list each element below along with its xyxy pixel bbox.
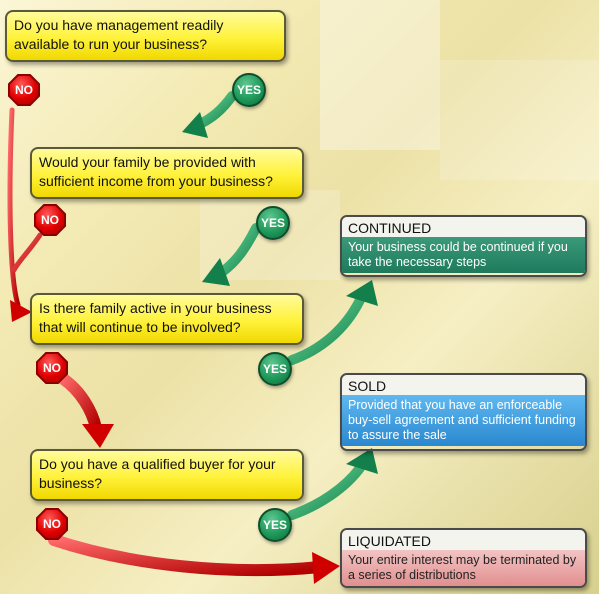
yes-arrowhead (346, 280, 378, 306)
no-arrow (56, 372, 102, 434)
no-arrow (48, 534, 326, 577)
outcome-liquidated: LIQUIDATED Your entire interest may be t… (340, 528, 587, 588)
yes-badge: YES (258, 352, 292, 386)
question-box-2: Would your family be provided with suffi… (30, 147, 304, 199)
background-tile (320, 0, 440, 150)
no-label: NO (38, 354, 66, 382)
yes-arrow (195, 91, 237, 129)
question-text: Would your family be provided with suffi… (39, 154, 273, 189)
background-tile (440, 60, 599, 180)
no-arrow (7, 107, 21, 308)
question-text: Do you have a qualified buyer for your b… (39, 456, 276, 491)
no-arrowhead (82, 424, 114, 448)
outcome-text: Provided that you have an enforceable bu… (342, 395, 585, 446)
no-label: NO (10, 76, 38, 104)
no-label: NO (36, 206, 64, 234)
outcome-text: Your entire interest may be terminated b… (342, 550, 585, 586)
no-badge: NO (8, 74, 40, 106)
no-arrowhead (10, 300, 32, 322)
yes-arrowhead (182, 112, 208, 138)
no-label: NO (38, 510, 66, 538)
yes-badge: YES (258, 508, 292, 542)
question-box-1: Do you have management readily available… (5, 10, 286, 62)
no-badge: NO (36, 508, 68, 540)
yes-badge: YES (232, 73, 266, 107)
yes-arrow (287, 463, 365, 520)
outcome-text: Your business could be continued if you … (342, 237, 585, 273)
yes-arrowhead (346, 448, 378, 474)
outcome-title: SOLD (342, 375, 585, 395)
question-box-3: Is there family active in your business … (30, 293, 304, 345)
no-badge: NO (34, 204, 66, 236)
question-text: Do you have management readily available… (14, 17, 224, 52)
outcome-sold: SOLD Provided that you have an enforceab… (340, 373, 587, 451)
yes-arrow (217, 223, 261, 277)
yes-badge: YES (256, 206, 290, 240)
no-arrowhead (312, 552, 340, 584)
yes-arrow (287, 295, 365, 365)
outcome-title: CONTINUED (342, 217, 585, 237)
outcome-continued: CONTINUED Your business could be continu… (340, 215, 587, 277)
outcome-title: LIQUIDATED (342, 530, 585, 550)
no-badge: NO (36, 352, 68, 384)
yes-arrowhead (202, 258, 230, 286)
no-arrow (11, 232, 43, 273)
question-box-4: Do you have a qualified buyer for your b… (30, 449, 304, 501)
question-text: Is there family active in your business … (39, 300, 272, 335)
